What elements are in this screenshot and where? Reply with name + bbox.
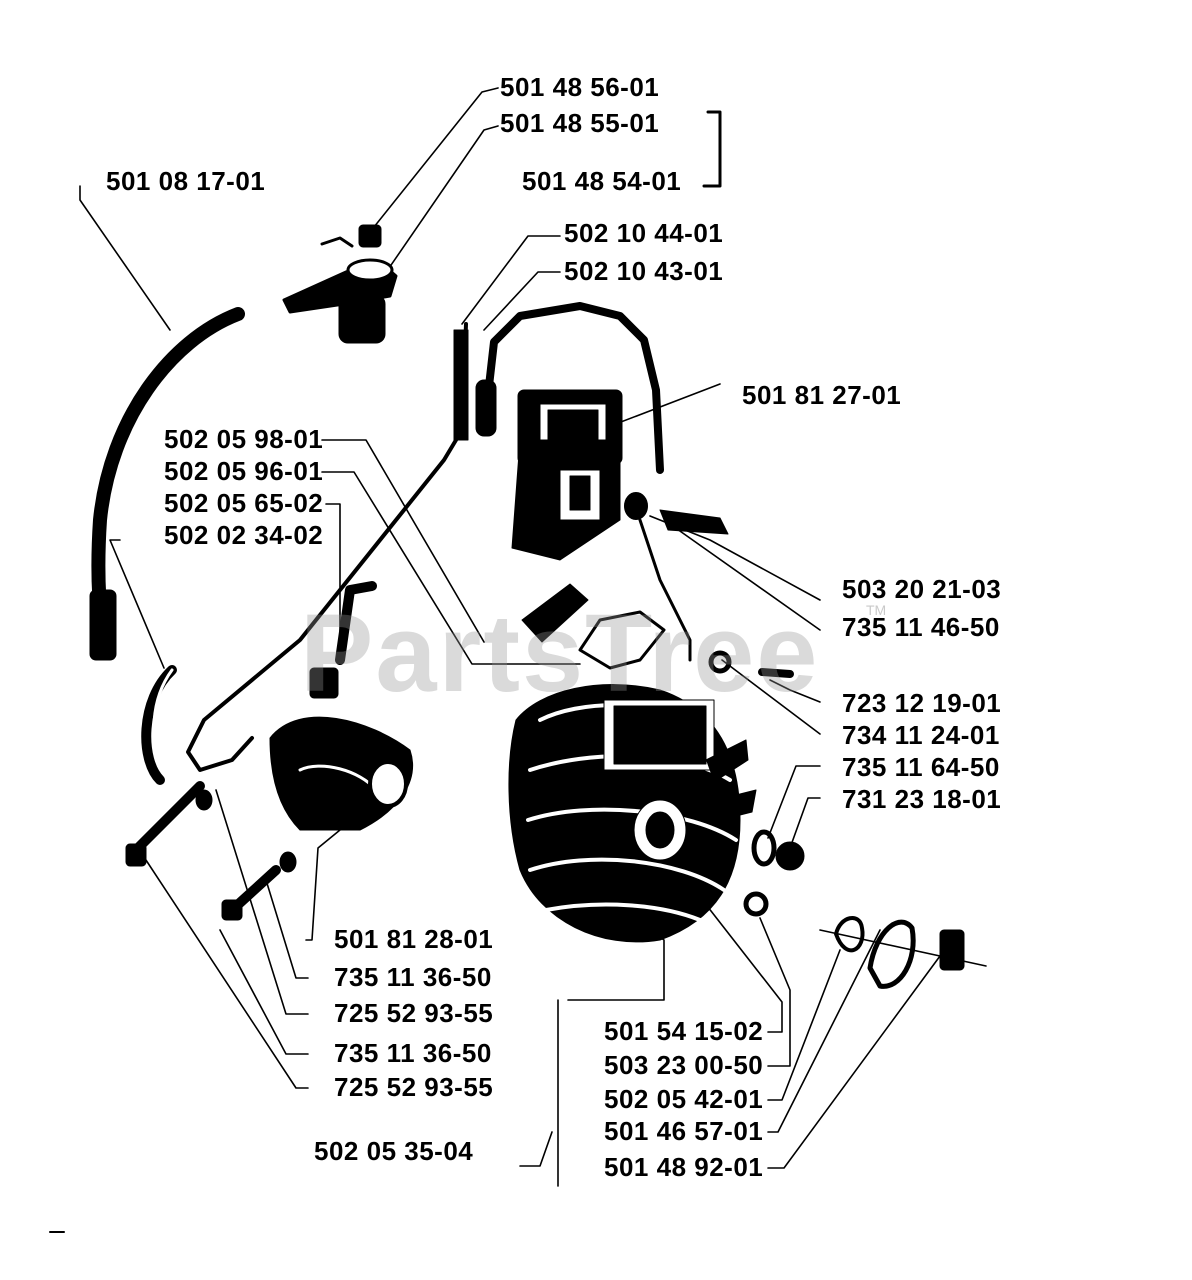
part-label[interactable]: 502 10 43-01 xyxy=(564,256,724,286)
washer xyxy=(624,492,648,520)
part-label[interactable]: 735 11 64-50 xyxy=(842,752,1000,782)
spacer xyxy=(195,789,213,811)
part-label[interactable]: 723 12 19-01 xyxy=(842,688,1002,718)
part-label[interactable]: 502 02 34-02 xyxy=(164,520,324,550)
part-label[interactable]: 502 05 98-01 xyxy=(164,424,324,454)
ground-bracket xyxy=(578,610,666,670)
coil-screw xyxy=(659,509,729,535)
watermark: PartsTree xyxy=(300,592,820,715)
lower-coil xyxy=(269,581,414,831)
part-label[interactable]: 502 05 42-01 xyxy=(604,1084,764,1114)
part-label[interactable]: 725 52 93-55 xyxy=(334,1072,494,1102)
part-label[interactable]: 501 54 15-02 xyxy=(604,1016,764,1046)
pawl-spring xyxy=(867,919,916,989)
part-label[interactable]: 503 23 00-50 xyxy=(604,1050,764,1080)
part-label[interactable]: 501 46 57-01 xyxy=(604,1116,764,1146)
lead-end-connector xyxy=(89,589,117,661)
small-washer xyxy=(708,650,732,674)
part-label[interactable]: 725 52 93-55 xyxy=(334,998,494,1028)
part-label[interactable]: 501 81 27-01 xyxy=(742,380,902,410)
part-label[interactable]: 501 48 56-01 xyxy=(500,72,660,102)
ground-wire xyxy=(638,518,692,662)
part-label[interactable]: 502 05 96-01 xyxy=(164,456,324,486)
flywheel-washer xyxy=(751,829,777,867)
key-washer xyxy=(743,891,769,917)
bracket-assembly-line xyxy=(702,110,722,188)
pawl-ring xyxy=(834,916,865,953)
leader-lines xyxy=(79,87,941,1187)
coil-plate xyxy=(521,583,589,643)
spark-plug-cap xyxy=(282,224,398,344)
part-label[interactable]: 502 10 44-01 xyxy=(564,218,724,248)
part-label[interactable]: 502 05 65-02 xyxy=(164,488,324,518)
short-spacer xyxy=(279,851,297,873)
part-label[interactable]: 503 20 21-03 xyxy=(842,574,1002,604)
part-label[interactable]: 502 05 35-04 xyxy=(314,1136,474,1166)
watermark-trademark: TM xyxy=(866,602,887,618)
part-label[interactable]: 501 48 92-01 xyxy=(604,1152,764,1182)
small-screw xyxy=(758,668,794,678)
ignition-module xyxy=(475,302,664,561)
long-screw xyxy=(129,781,205,857)
part-label[interactable]: 501 81 28-01 xyxy=(334,924,494,954)
part-label[interactable]: 734 11 24-01 xyxy=(842,720,1000,750)
part-label[interactable]: 735 11 36-50 xyxy=(334,962,492,992)
part-label[interactable]: 501 48 55-01 xyxy=(500,108,660,138)
flywheel-nut xyxy=(775,841,805,871)
lead-clip xyxy=(141,665,177,785)
part-label[interactable]: 501 48 54-01 xyxy=(522,166,682,196)
part-label[interactable]: 735 11 46-50 xyxy=(842,612,1000,642)
pawl-bolt xyxy=(939,929,965,971)
flywheel xyxy=(508,684,757,943)
part-label[interactable]: 731 23 18-01 xyxy=(842,784,1002,814)
part-label[interactable]: 735 11 36-50 xyxy=(334,1038,492,1068)
part-label[interactable]: 501 08 17-01 xyxy=(106,166,266,196)
